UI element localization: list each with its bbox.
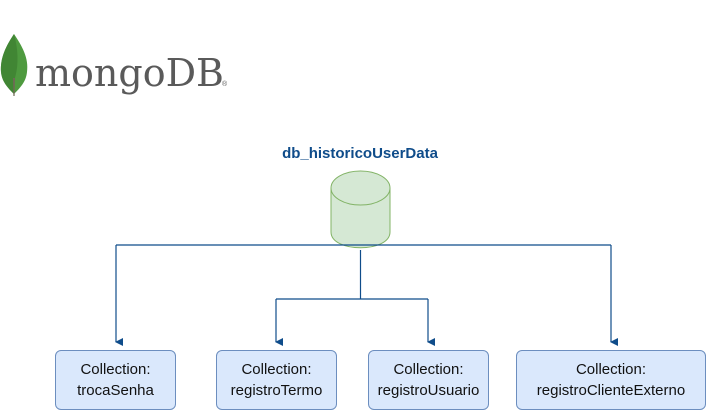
- collection-name: trocaSenha: [77, 382, 154, 399]
- mongodb-leaf-icon: [0, 34, 28, 96]
- collection-name: registroUsuario: [377, 382, 480, 399]
- collection-title: Collection:: [80, 361, 151, 378]
- collection-title: Collection:: [393, 361, 464, 378]
- collection-registroTermo: Collection: registroTermo: [216, 350, 337, 410]
- collection-title: Collection:: [575, 361, 647, 378]
- database-name-label: db_historicoUserData: [282, 145, 438, 162]
- database-cylinder: [330, 170, 391, 249]
- collection-name: registroClienteExterno: [536, 382, 686, 399]
- collection-trocaSenha: Collection: trocaSenha: [55, 350, 176, 410]
- collection-name: registroTermo: [230, 382, 323, 399]
- registered-mark: ®: [222, 80, 228, 88]
- collection-title: Collection:: [241, 361, 312, 378]
- collection-registroClienteExterno: Collection: registroClienteExterno: [516, 350, 706, 410]
- mongodb-wordmark: mongoDB: [35, 51, 224, 95]
- mongodb-logo: mongoDB ®: [0, 30, 240, 100]
- collection-registroUsuario: Collection: registroUsuario: [368, 350, 489, 410]
- connectors: [115, 244, 618, 346]
- mongodb-logo-svg: mongoDB ®: [0, 34, 228, 96]
